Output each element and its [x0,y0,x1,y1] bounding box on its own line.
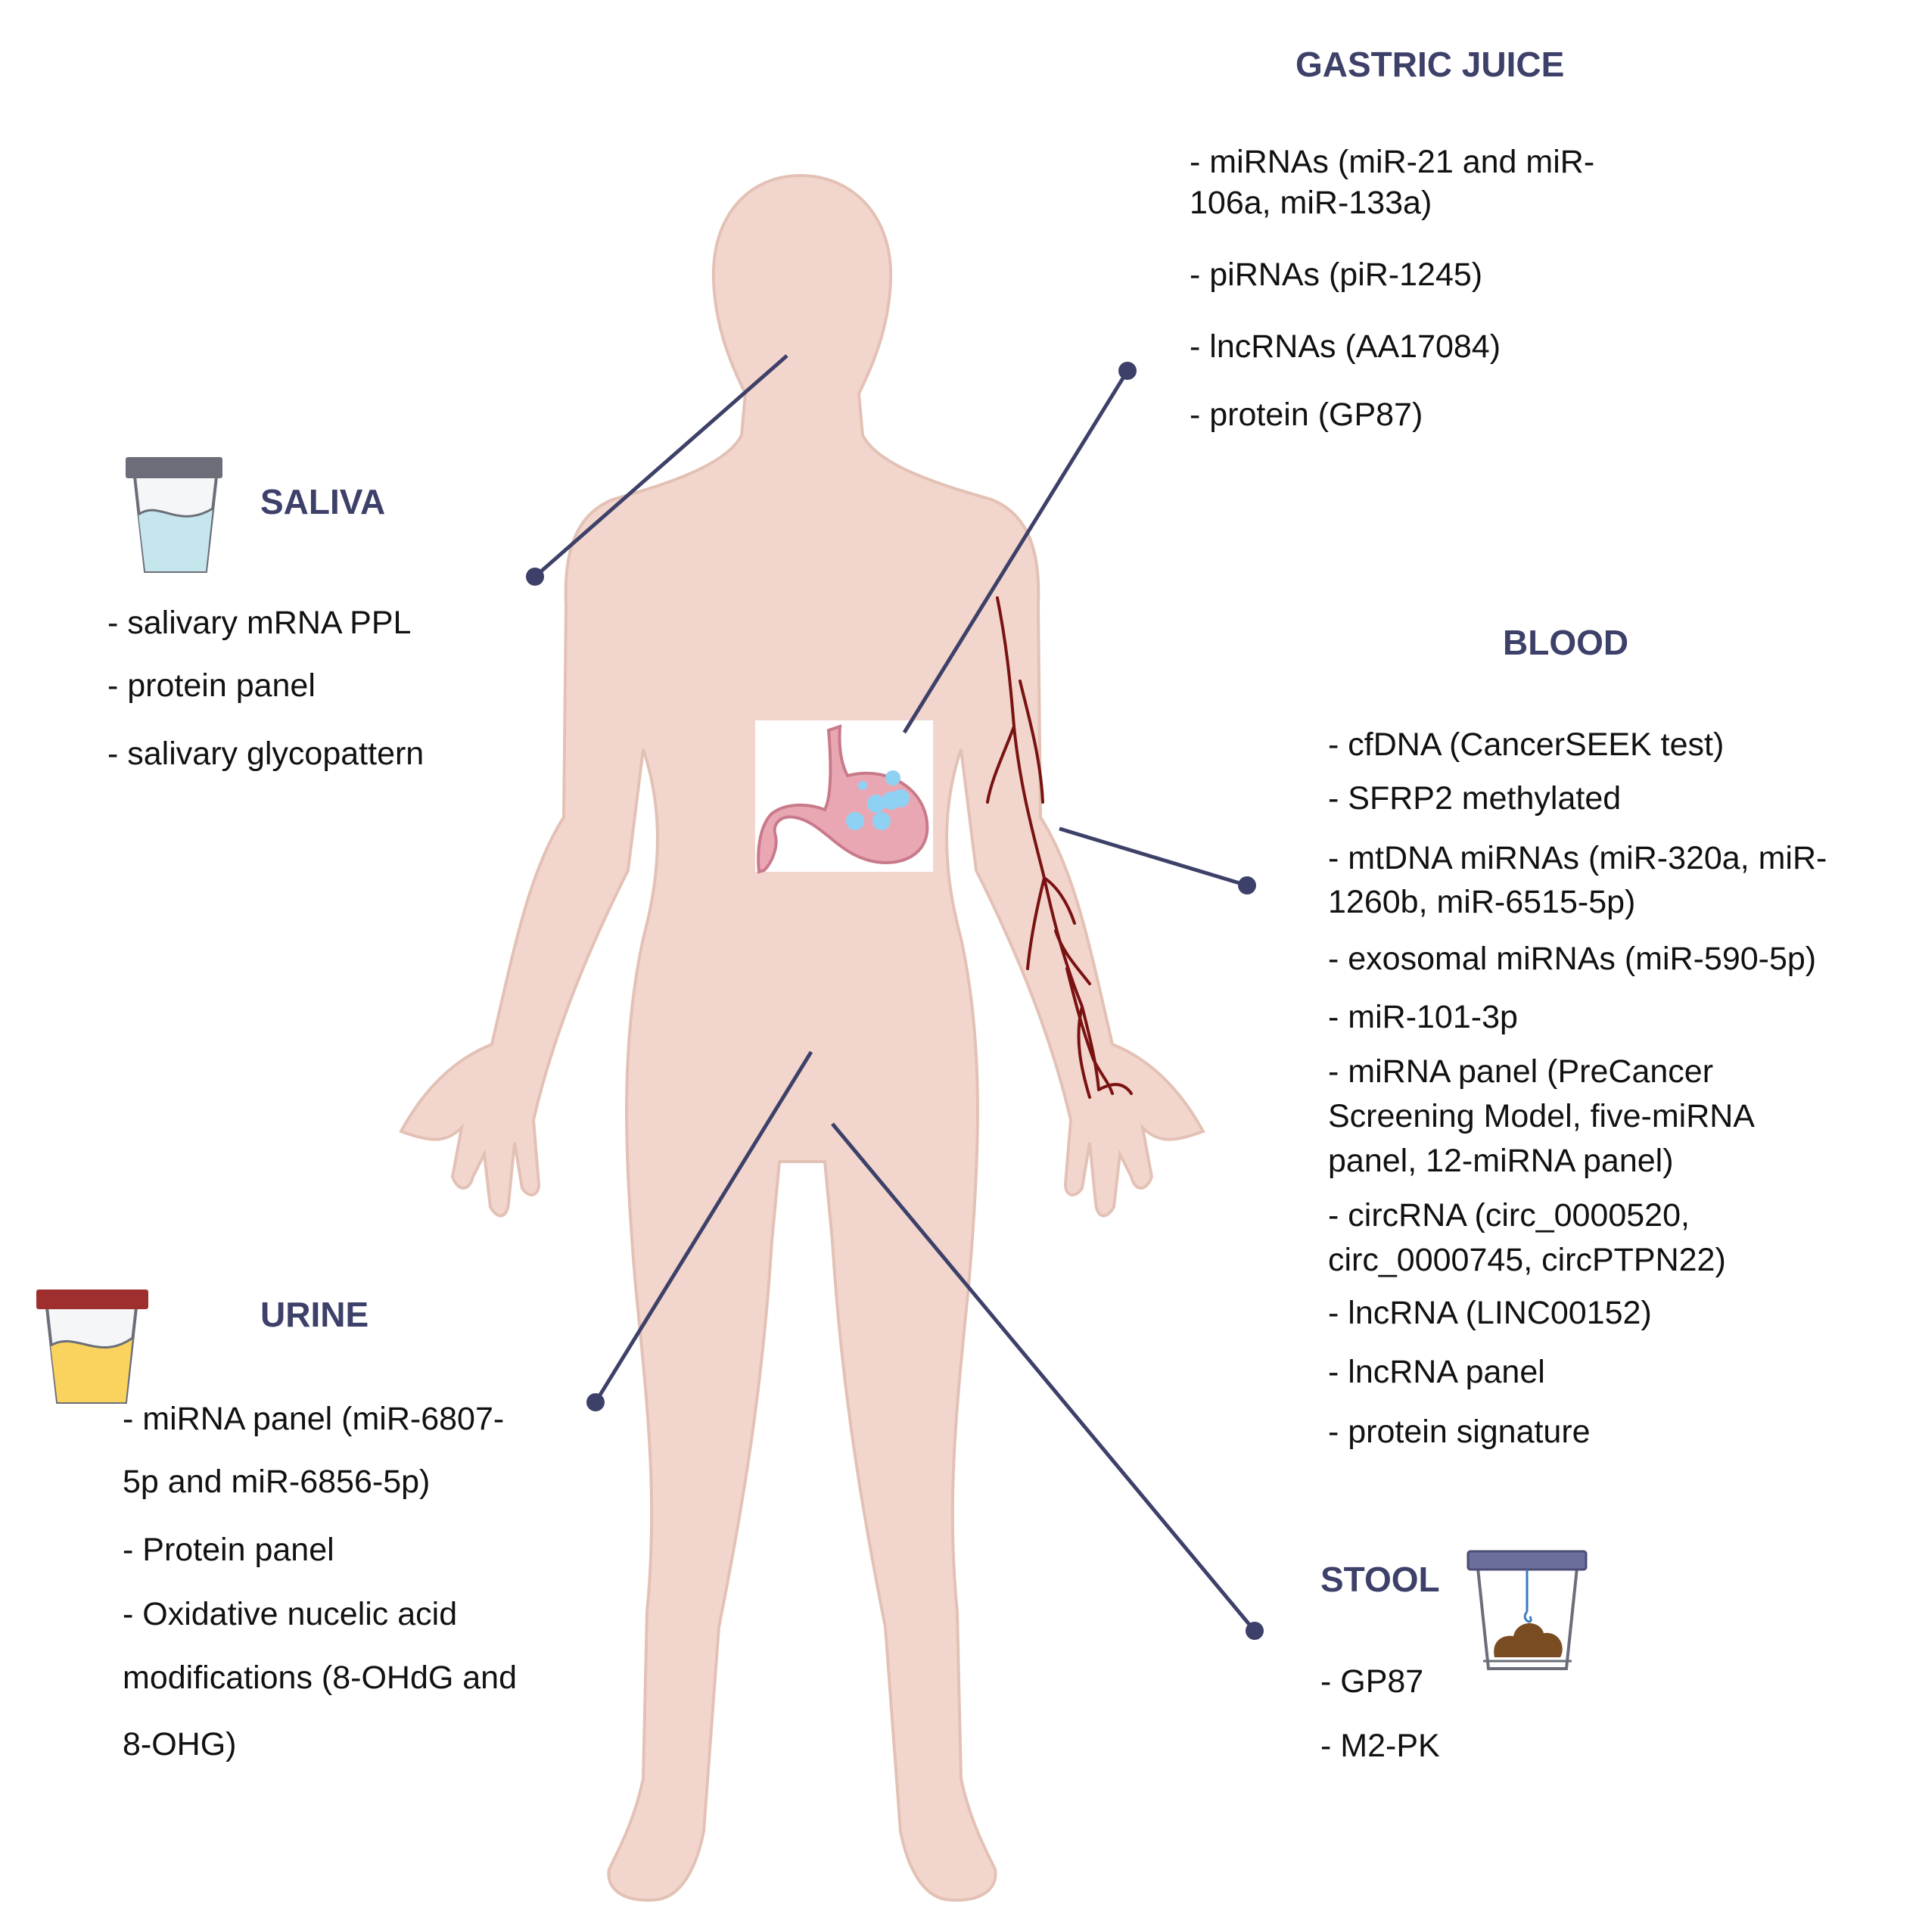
gastric-juice-item: - piRNAs (piR-1245) [1190,257,1483,293]
urine-title: URINE [260,1295,369,1334]
blood-item: circ_0000745, circPTPN22) [1328,1242,1726,1278]
gastric-juice-item: - lncRNAs (AA17084) [1190,328,1501,365]
stool-dot [1246,1622,1264,1640]
blood-item: - SFRP2 methylated [1328,780,1622,817]
blood-title: BLOOD [1503,623,1629,662]
gastric-dot [1118,362,1137,380]
connector-dots [526,362,1264,1640]
blood-item: - miR-101-3p [1328,999,1518,1035]
stool-container-icon [1466,1550,1588,1670]
saliva-connector [533,354,788,578]
urine-item: 8-OHG) [123,1726,237,1762]
blood-connector [1059,826,1248,888]
blood-dot [1238,876,1256,894]
blood-item: - lncRNA panel [1328,1354,1545,1390]
gastric-juice-title: GASTRIC JUICE [1295,45,1565,84]
gastric-connector [902,369,1130,734]
stool-title: STOOL [1320,1560,1440,1599]
blood-item: - protein signature [1328,1414,1591,1450]
stool-connector [831,1122,1256,1632]
urine-item: - Oxidative nucelic acid [123,1596,458,1632]
stool-item: - GP87 [1320,1663,1424,1700]
gastric-juice-item: 106a, miR-133a) [1190,185,1432,221]
urine-item: modifications (8-OHdG and [123,1660,517,1696]
stool-item: - M2-PK [1320,1728,1440,1764]
gastric-juice-item: - miRNAs (miR-21 and miR- [1190,144,1595,180]
human-body-silhouette [399,173,1205,1902]
arm-veins [986,596,1133,1099]
blood-item: - circRNA (circ_0000520, [1328,1197,1690,1234]
saliva-title: SALIVA [260,482,386,521]
urine-dot [586,1393,605,1411]
blood-item: - mtDNA miRNAs (miR-320a, miR- [1328,840,1827,876]
gastric-juice-item: - protein (GP87) [1190,397,1423,433]
stomach-icon [755,720,933,874]
saliva-item: - salivary mRNA PPL [107,605,412,641]
blood-item: - exosomal miRNAs (miR-590-5p) [1328,941,1817,977]
urine-item: - Protein panel [123,1532,334,1568]
blood-item: - cfDNA (CancerSEEK test) [1328,726,1725,763]
saliva-item: - salivary glycopattern [107,736,425,772]
urine-connector [593,1050,813,1404]
blood-item: - lncRNA (LINC00152) [1328,1295,1652,1331]
blood-item: 1260b, miR-6515-5p) [1328,884,1636,920]
saliva-cup-icon [126,457,222,573]
blood-item: Screening Model, five-miRNA [1328,1098,1755,1134]
blood-item: panel, 12-miRNA panel) [1328,1143,1674,1179]
saliva-dot [526,568,544,586]
saliva-item: - protein panel [107,667,316,704]
urine-item: 5p and miR-6856-5p) [123,1464,431,1500]
connector-lines [533,354,1256,1632]
blood-item: - miRNA panel (PreCancer [1328,1053,1714,1090]
urine-item: - miRNA panel (miR-6807- [123,1401,505,1437]
urine-cup-icon [36,1290,148,1404]
